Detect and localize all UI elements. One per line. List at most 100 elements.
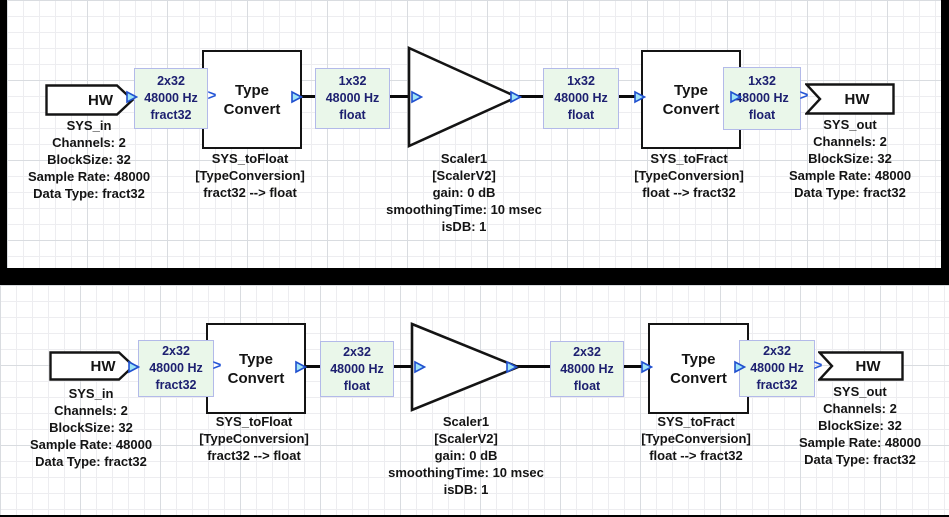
module-annotation: SYS_toFloat [TypeConversion] fract32 -->… xyxy=(164,413,344,464)
wire-label-line: 2x32 xyxy=(162,344,190,358)
hw-output-block[interactable]: HW xyxy=(818,351,904,381)
wire-label-line: 2x32 xyxy=(343,344,371,359)
type-convert-tofloat-block[interactable]: Type Convert xyxy=(202,50,302,149)
diagram-canvas-bottom[interactable]: HW SYS_in Channels: 2 BlockSize: 32 Samp… xyxy=(0,285,949,515)
wire-label-line: fract32 xyxy=(150,108,192,122)
wire-label-line: float xyxy=(573,378,601,393)
type-convert-tofract-block[interactable]: Type Convert xyxy=(641,50,741,149)
hw-output-label: HW xyxy=(844,90,870,108)
module-annotation: SYS_toFract [TypeConversion] float --> f… xyxy=(606,413,786,464)
annotation-line: [TypeConversion] xyxy=(199,431,309,446)
wire-arrow-icon: > xyxy=(207,87,217,104)
diagram-canvas-top[interactable]: HW SYS_in Channels: 2 BlockSize: 32 Samp… xyxy=(7,0,941,268)
type-convert-tofloat-block[interactable]: Type Convert xyxy=(206,323,306,414)
output-pin-icon[interactable] xyxy=(730,90,742,104)
annotation-line: float --> fract32 xyxy=(642,185,736,200)
wire-label-line: 48000 Hz xyxy=(330,361,384,376)
wire-label: 1x32 48000 Hz float xyxy=(543,68,619,129)
input-pin-icon[interactable] xyxy=(634,90,646,104)
module-annotation: SYS_in Channels: 2 BlockSize: 32 Sample … xyxy=(0,385,186,470)
wire[interactable] xyxy=(616,95,642,98)
annotation-line: BlockSize: 32 xyxy=(818,418,902,433)
annotation-line: Data Type: fract32 xyxy=(35,454,147,469)
scaler-block[interactable] xyxy=(407,45,521,149)
output-pin-icon[interactable] xyxy=(128,360,140,374)
input-pin-icon[interactable] xyxy=(641,360,653,374)
output-pin-icon[interactable] xyxy=(510,90,522,104)
annotation-line: float --> fract32 xyxy=(649,448,743,463)
block-title-line: Convert xyxy=(670,369,727,387)
annotation-line: fract32 --> float xyxy=(207,448,301,463)
wire-label-line: 48000 Hz xyxy=(325,91,380,105)
block-title: Type Convert xyxy=(224,81,281,119)
wire[interactable] xyxy=(298,95,316,98)
wire[interactable] xyxy=(387,95,410,98)
wire-label-line: 2x32 xyxy=(763,344,791,358)
hw-input-block[interactable]: HW xyxy=(49,351,135,381)
block-title: Type Convert xyxy=(670,350,727,388)
annotation-line: fract32 --> float xyxy=(203,185,297,200)
wire-arrow-icon: > xyxy=(799,87,809,104)
wire-label-line: float xyxy=(339,108,366,122)
wire-label-line: 1x32 xyxy=(338,74,367,88)
annotation-line: [ScalerV2] xyxy=(434,431,498,446)
input-pin-icon[interactable] xyxy=(411,90,423,104)
wire-label-line: 1x32 xyxy=(748,74,776,88)
wire-label-line: 48000 Hz xyxy=(554,91,608,105)
hw-output-label: HW xyxy=(855,357,881,375)
wire[interactable] xyxy=(515,365,550,368)
annotation-line: Channels: 2 xyxy=(813,134,887,149)
annotation-line: Data Type: fract32 xyxy=(33,186,145,201)
wire-label: 2x32 48000 Hz float xyxy=(550,341,624,397)
hw-input-block[interactable]: HW xyxy=(45,84,134,116)
block-title: Type Convert xyxy=(228,350,285,388)
wire-label-line: 48000 Hz xyxy=(560,361,614,376)
annotation-line: Channels: 2 xyxy=(54,403,128,418)
annotation-line: Sample Rate: 48000 xyxy=(27,169,151,184)
module-annotation: SYS_toFloat [TypeConversion] fract32 -->… xyxy=(160,150,340,201)
block-title: Type Convert xyxy=(663,81,720,119)
module-annotation: Scaler1 [ScalerV2] gain: 0 dB smoothingT… xyxy=(354,150,574,235)
output-pin-icon[interactable] xyxy=(291,90,303,104)
block-title-line: Type xyxy=(674,81,708,99)
block-title-line: Convert xyxy=(227,369,285,387)
annotation-line: gain: 0 dB xyxy=(432,185,496,200)
annotation-line: SYS_toFloat xyxy=(211,151,289,166)
wire[interactable] xyxy=(390,365,412,368)
wire-label-line: 2x32 xyxy=(157,74,185,88)
annotation-line: Scaler1 xyxy=(440,151,488,166)
annotation-line: SYS_toFract xyxy=(657,414,735,429)
wire-label-line: 2x32 xyxy=(573,344,601,359)
hw-output-shape xyxy=(805,83,895,115)
annotation-line: Sample Rate: 48000 xyxy=(788,168,912,183)
module-annotation: SYS_in Channels: 2 BlockSize: 32 Sample … xyxy=(7,117,184,202)
wire-label-line: 48000 Hz xyxy=(735,91,789,105)
hw-input-label: HW xyxy=(88,91,113,109)
annotation-line: Channels: 2 xyxy=(52,135,126,150)
output-pin-icon[interactable] xyxy=(126,90,138,104)
hw-output-block[interactable]: HW xyxy=(805,83,895,115)
annotation-line: SYS_out xyxy=(823,117,877,132)
annotation-line: Data Type: fract32 xyxy=(794,185,906,200)
input-pin-icon[interactable] xyxy=(414,360,426,374)
annotation-line: isDB: 1 xyxy=(443,482,489,497)
annotation-line: Sample Rate: 48000 xyxy=(29,437,153,452)
annotation-line: SYS_in xyxy=(66,118,112,133)
wire-label-line: fract32 xyxy=(155,378,197,392)
wire[interactable] xyxy=(517,95,544,98)
annotation-line: gain: 0 dB xyxy=(434,448,498,463)
wire-label-line: 48000 Hz xyxy=(144,91,198,105)
annotation-line: Sample Rate: 48000 xyxy=(798,435,922,450)
output-pin-icon[interactable] xyxy=(295,360,307,374)
annotation-line: SYS_in xyxy=(68,386,114,401)
annotation-line: BlockSize: 32 xyxy=(49,420,133,435)
scaler-block[interactable] xyxy=(410,321,522,413)
wire[interactable] xyxy=(620,365,648,368)
wire-label: 2x32 48000 Hz fract32 xyxy=(134,68,208,129)
output-pin-icon[interactable] xyxy=(734,360,746,374)
output-pin-icon[interactable] xyxy=(506,360,518,374)
wire[interactable] xyxy=(300,365,320,368)
module-annotation: SYS_out Channels: 2 BlockSize: 32 Sample… xyxy=(765,383,949,468)
wire-label-line: 48000 Hz xyxy=(149,361,203,375)
